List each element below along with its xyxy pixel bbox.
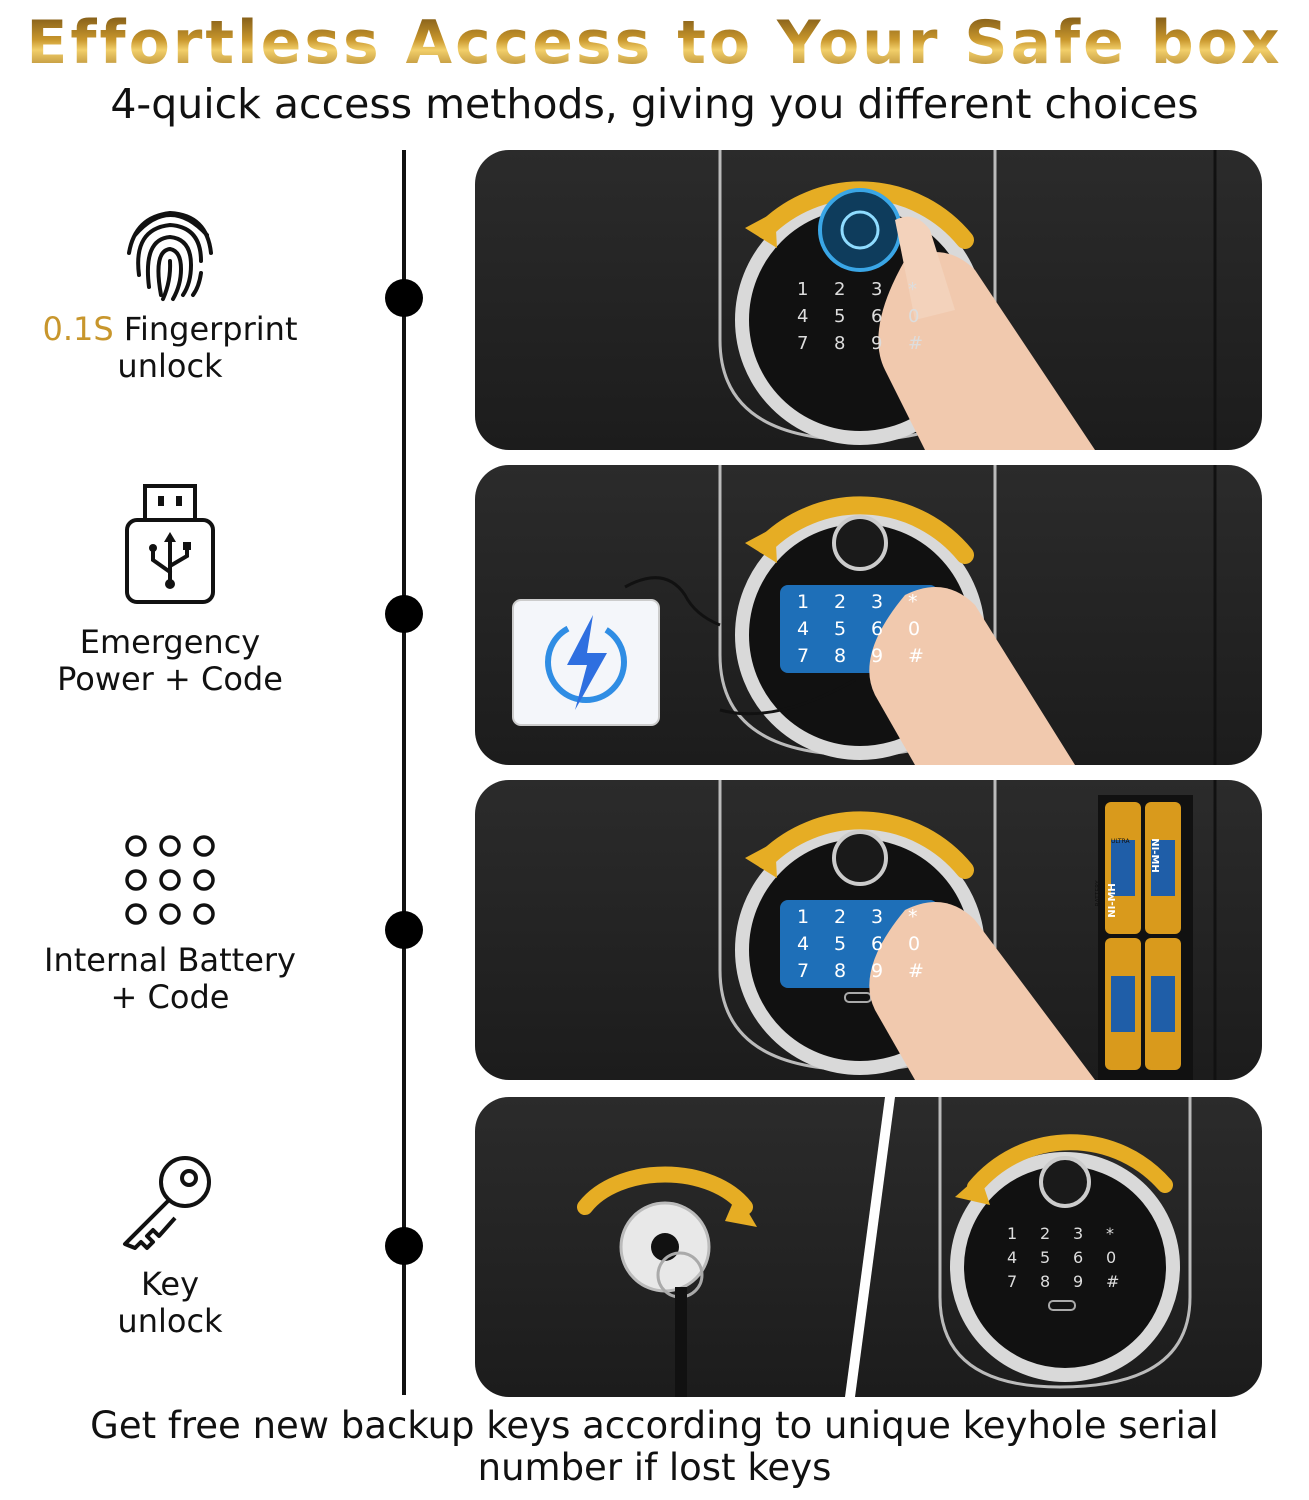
- keypad-key[interactable]: 6: [1073, 1248, 1083, 1267]
- fingerprint-icon: [127, 210, 213, 301]
- battery-label: ULTRA: [1111, 838, 1130, 845]
- key-icon: [123, 1156, 211, 1250]
- feature-label-line2: unlock: [117, 347, 223, 385]
- keypad-key[interactable]: 2: [834, 906, 846, 928]
- keypad-key[interactable]: 5: [834, 306, 845, 327]
- keypad-key[interactable]: 4: [797, 306, 808, 327]
- keypad-key[interactable]: 1: [797, 279, 808, 300]
- feature-label-line1: Emergency: [79, 623, 261, 661]
- keypad-key[interactable]: 3: [871, 906, 883, 928]
- keypad-key[interactable]: 6: [871, 618, 883, 640]
- safe-panel-internal-battery: 1 2 3 * 4 5 6 0 7 8 9 # NI-MH NI-MH BATTERY ULTRA: [475, 780, 1262, 1080]
- keypad-key[interactable]: 6: [871, 306, 882, 327]
- feature-label-line1: Key: [140, 1265, 199, 1303]
- keypad-key[interactable]: 7: [797, 960, 809, 982]
- keypad-key[interactable]: *: [908, 279, 917, 300]
- keypad-key[interactable]: 7: [797, 333, 808, 354]
- keypad-key[interactable]: 9: [871, 333, 882, 354]
- footer-line2: number if lost keys: [477, 1446, 832, 1489]
- feature-fingerprint: 0.1S Fingerprint unlock: [20, 195, 320, 385]
- keypad-key[interactable]: 3: [1073, 1224, 1083, 1243]
- keypad-key[interactable]: 7: [1007, 1272, 1017, 1291]
- keypad-key[interactable]: 5: [834, 618, 846, 640]
- safe-panel-emergency-power: 1 2 3 * 4 5 6 0 7 8 9 #: [475, 465, 1262, 765]
- safe-panel-key: 1 2 3 * 4 5 6 0 7 8 9 #: [475, 1097, 1262, 1397]
- battery-label: BATTERY: [1094, 880, 1102, 907]
- timeline-dot: [385, 1227, 423, 1265]
- feature-internal-battery: Internal Battery + Code: [20, 828, 320, 1016]
- feature-label-line2: + Code: [110, 978, 230, 1016]
- keypad-key[interactable]: #: [1106, 1272, 1119, 1291]
- keypad-key[interactable]: 7: [797, 645, 809, 667]
- keypad-key[interactable]: 0: [908, 306, 919, 327]
- keypad-key[interactable]: 0: [908, 618, 920, 640]
- battery-label: NI-MH: [1148, 838, 1160, 873]
- safe-illustration: 1 2 3 * 4 5 6 0 7 8 9 #: [512, 465, 1217, 765]
- keypad-key[interactable]: 3: [871, 279, 882, 300]
- keypad-key[interactable]: #: [908, 645, 924, 667]
- keypad-key[interactable]: *: [1106, 1224, 1114, 1243]
- keypad-dots-icon: [125, 835, 215, 925]
- keypad-key[interactable]: 1: [1007, 1224, 1017, 1243]
- keypad-key[interactable]: 8: [834, 333, 845, 354]
- keypad-key[interactable]: *: [908, 906, 918, 928]
- usb-drive-icon: [125, 484, 215, 604]
- safe-illustration: 1 2 3 * 4 5 6 0 7 8 9 #: [718, 150, 1217, 450]
- keypad-key[interactable]: 2: [834, 591, 846, 613]
- keypad-key[interactable]: #: [908, 960, 924, 982]
- keypad-key[interactable]: 8: [1040, 1272, 1050, 1291]
- keypad-key[interactable]: 2: [1040, 1224, 1050, 1243]
- timeline-line: [402, 150, 406, 1395]
- keypad-key[interactable]: 0: [908, 933, 920, 955]
- keypad-key[interactable]: 1: [797, 906, 809, 928]
- keypad-key[interactable]: 9: [871, 960, 883, 982]
- feature-label-line1: Fingerprint: [123, 310, 298, 348]
- keypad-key[interactable]: 4: [797, 618, 809, 640]
- page-title: Effortless Access to Your Safe box: [0, 8, 1309, 78]
- keypad-key[interactable]: 4: [797, 933, 809, 955]
- keypad-key[interactable]: 2: [834, 279, 845, 300]
- feature-label-line2: unlock: [117, 1302, 223, 1340]
- keypad-key[interactable]: 8: [834, 960, 846, 982]
- safe-illustration: 1 2 3 * 4 5 6 0 7 8 9 #: [577, 1097, 1192, 1397]
- feature-key: Key unlock: [20, 1148, 320, 1340]
- keypad-key[interactable]: 4: [1007, 1248, 1017, 1267]
- keypad-key[interactable]: 1: [797, 591, 809, 613]
- keypad-key[interactable]: 9: [1073, 1272, 1083, 1291]
- footer-note: Get free new backup keys according to un…: [20, 1405, 1289, 1489]
- feature-label-line1: Internal Battery: [44, 941, 296, 979]
- page-subtitle: 4-quick access methods, giving you diffe…: [110, 80, 1199, 128]
- safe-panel-fingerprint: 1 2 3 * 4 5 6 0 7 8 9 #: [475, 150, 1262, 450]
- timeline-dot: [385, 595, 423, 633]
- keypad-key[interactable]: 5: [1040, 1248, 1050, 1267]
- feature-speed: 0.1S: [42, 310, 114, 348]
- timeline-dot: [385, 279, 423, 317]
- keypad-key[interactable]: 3: [871, 591, 883, 613]
- keypad-key[interactable]: 8: [834, 645, 846, 667]
- keypad-key[interactable]: 5: [834, 933, 846, 955]
- keypad-key[interactable]: 9: [871, 645, 883, 667]
- feature-emergency-power: Emergency Power + Code: [20, 480, 320, 698]
- feature-label-line2: Power + Code: [57, 660, 283, 698]
- keypad-key[interactable]: #: [908, 333, 923, 354]
- battery-label: NI-MH: [1106, 883, 1118, 918]
- keypad-key[interactable]: 6: [871, 933, 883, 955]
- timeline-dot: [385, 911, 423, 949]
- keypad-key[interactable]: 0: [1106, 1248, 1116, 1267]
- safe-illustration: 1 2 3 * 4 5 6 0 7 8 9 #: [718, 780, 1217, 1080]
- keypad-key[interactable]: *: [908, 591, 918, 613]
- footer-line1: Get free new backup keys according to un…: [90, 1404, 1219, 1447]
